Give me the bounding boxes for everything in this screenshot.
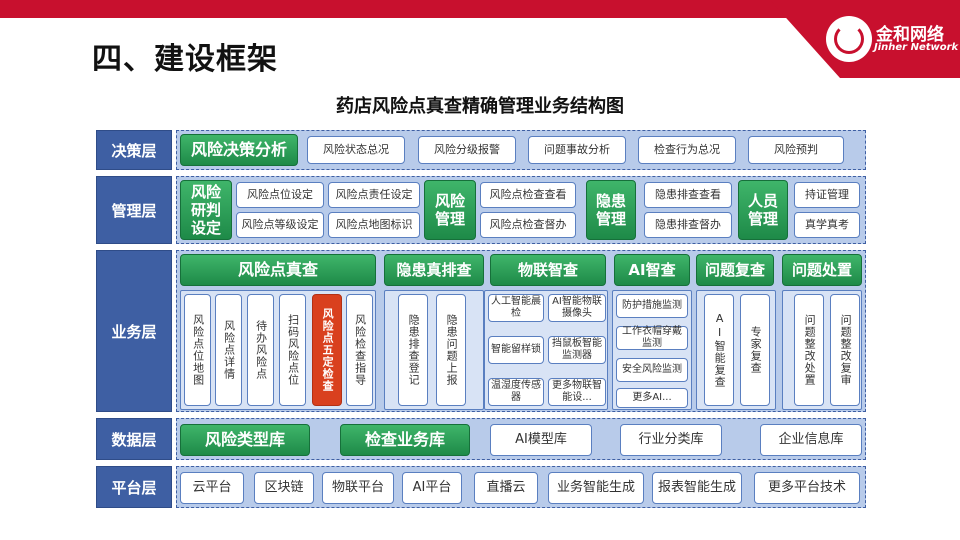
platform-item-8: 更多平台技术 <box>754 472 860 504</box>
biz-handling-title: 问题处置 <box>782 254 862 286</box>
data-item-3: AI模型库 <box>490 424 592 456</box>
section-title: 四、建设框架 <box>92 42 278 77</box>
hazard-check-item-1: 隐患排查登记 <box>398 294 428 406</box>
logo-name-en: Jinher Network <box>874 42 959 53</box>
biz-iot-check-title: 物联智查 <box>490 254 606 286</box>
layer-label-management: 管理层 <box>96 176 172 244</box>
iot-check-item-6: 更多物联智能设... <box>548 378 606 406</box>
risk-check-item-5-highlight: 风险点五定检查 <box>312 294 342 406</box>
decision-item-2: 风险分级报警 <box>418 136 516 164</box>
biz-risk-check-area <box>180 290 376 410</box>
layer-label-business: 业务层 <box>96 250 172 412</box>
iot-check-item-2: AI智能物联摄像头 <box>548 294 606 322</box>
mgmt-group2-item-1: 风险点检查查看 <box>480 182 576 208</box>
risk-check-item-1: 风险点位地图 <box>184 294 211 406</box>
mgmt-group2-title: 风险管理 <box>424 180 476 240</box>
mgmt-group4-item-1: 持证管理 <box>794 182 860 208</box>
data-item-1: 风险类型库 <box>180 424 310 456</box>
review-item-2: 专家复查 <box>740 294 770 406</box>
platform-item-7: 报表智能生成 <box>652 472 742 504</box>
biz-hazard-check-title: 隐患真排查 <box>384 254 484 286</box>
layer-label-decision: 决策层 <box>96 130 172 170</box>
decision-item-5: 风险预判 <box>748 136 844 164</box>
logo-name-cn: 金和网络 <box>876 25 944 45</box>
iot-check-item-4: 挡鼠板智能监测器 <box>548 336 606 364</box>
iot-check-item-5: 温湿度传感器 <box>488 378 544 406</box>
mgmt-group4-item-2: 真学真考 <box>794 212 860 238</box>
layer-label-data: 数据层 <box>96 418 172 460</box>
risk-check-item-6: 风险检查指导 <box>346 294 373 406</box>
ai-check-item-4: 更多AI... <box>616 388 688 408</box>
hazard-check-item-2: 隐患问题上报 <box>436 294 466 406</box>
platform-item-5: 直播云 <box>474 472 538 504</box>
handling-item-1: 问题整改处置 <box>794 294 824 406</box>
decision-item-3: 问题事故分析 <box>528 136 626 164</box>
platform-item-6: 业务智能生成 <box>548 472 644 504</box>
jinher-logo-swirl-icon <box>834 24 864 54</box>
mgmt-group1-item-1: 风险点位设定 <box>236 182 324 208</box>
handling-item-2: 问题整改复审 <box>830 294 860 406</box>
mgmt-group1-item-3: 风险点等级设定 <box>236 212 324 238</box>
risk-check-item-3: 待办风险点 <box>247 294 274 406</box>
mgmt-group1-item-2: 风险点责任设定 <box>328 182 420 208</box>
mgmt-group3-item-2: 隐患排查督办 <box>644 212 732 238</box>
mgmt-group2-item-2: 风险点检查督办 <box>480 212 576 238</box>
iot-check-item-1: 人工智能晨检 <box>488 294 544 322</box>
layer-label-platform: 平台层 <box>96 466 172 508</box>
decision-item-1: 风险状态总况 <box>307 136 405 164</box>
platform-item-2: 区块链 <box>254 472 314 504</box>
ai-check-item-3: 安全风险监测 <box>616 358 688 382</box>
risk-check-item-4: 扫码风险点位 <box>279 294 306 406</box>
platform-item-4: AI平台 <box>402 472 462 504</box>
ai-check-item-2: 工作衣帽穿戴监测 <box>616 326 688 350</box>
data-item-2: 检查业务库 <box>340 424 470 456</box>
data-item-4: 行业分类库 <box>620 424 722 456</box>
risk-check-item-2: 风险点详情 <box>215 294 242 406</box>
mgmt-group3-item-1: 隐患排查查看 <box>644 182 732 208</box>
platform-item-1: 云平台 <box>180 472 244 504</box>
top-red-bar <box>0 0 960 18</box>
mgmt-group3-title: 隐患管理 <box>586 180 636 240</box>
biz-review-title: 问题复查 <box>696 254 774 286</box>
diagram-title: 药店风险点真查精确管理业务结构图 <box>336 96 624 117</box>
platform-item-3: 物联平台 <box>322 472 394 504</box>
biz-ai-check-title: AI智查 <box>614 254 690 286</box>
mgmt-group1-item-4: 风险点地图标识 <box>328 212 420 238</box>
review-item-1: AI智能复查 <box>704 294 734 406</box>
biz-risk-check-title: 风险点真查 <box>180 254 376 286</box>
mgmt-group4-title: 人员管理 <box>738 180 788 240</box>
iot-check-item-3: 智能留样锁 <box>488 336 544 364</box>
decision-main-box: 风险决策分析 <box>180 134 298 166</box>
ai-check-item-1: 防护措施监测 <box>616 294 688 318</box>
data-item-5: 企业信息库 <box>760 424 862 456</box>
mgmt-group1-title: 风险研判设定 <box>180 180 232 240</box>
decision-item-4: 检查行为总况 <box>638 136 736 164</box>
